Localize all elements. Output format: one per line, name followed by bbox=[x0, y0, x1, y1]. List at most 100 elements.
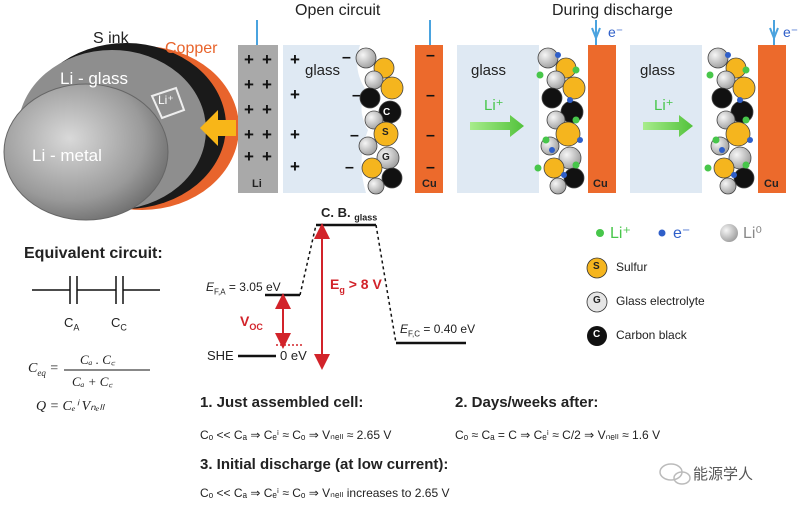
legend-sulfur-ball bbox=[586, 257, 608, 279]
cu-electrode bbox=[415, 45, 443, 193]
e-minus-dot bbox=[549, 147, 555, 153]
q-equation: Q = Cₑⁱ Vₙₑₗₗ bbox=[36, 399, 105, 414]
cu-electrode-d1 bbox=[588, 45, 616, 193]
li-plus-dot bbox=[536, 71, 544, 79]
li-glass-label: Li - glass bbox=[60, 69, 129, 88]
cc-label: CC bbox=[111, 315, 127, 333]
e-minus-dot bbox=[747, 137, 753, 143]
electron-down-arrow-icon bbox=[591, 27, 601, 41]
minus-charge: – bbox=[350, 127, 359, 144]
li-plus-dot bbox=[742, 116, 750, 124]
oc-glass-label: glass bbox=[305, 62, 341, 79]
li-metal-label: Li - metal bbox=[32, 146, 102, 165]
particle bbox=[707, 47, 729, 69]
legend-li-plus-dot bbox=[596, 229, 604, 237]
particle bbox=[364, 70, 384, 90]
d2-glass-label: glass bbox=[640, 62, 676, 79]
li-electrode bbox=[238, 45, 278, 193]
plus-charge: + bbox=[244, 75, 254, 94]
d1-glass-label: glass bbox=[471, 62, 507, 79]
capacitor-circuit bbox=[32, 276, 160, 371]
legend-glass: Glass electrolyte bbox=[616, 294, 705, 308]
particle bbox=[732, 76, 756, 100]
li-plus-dot bbox=[704, 164, 712, 172]
efc-label: EF,C = 0.40 eV bbox=[400, 322, 476, 339]
s-ink-label: S ink bbox=[93, 30, 129, 47]
particle bbox=[549, 177, 567, 195]
plus-charge: + bbox=[262, 147, 272, 166]
li-plus-dot bbox=[572, 116, 580, 124]
particle bbox=[358, 136, 378, 156]
e-minus-dot bbox=[719, 147, 725, 153]
oc-sulfur-letter: S bbox=[382, 127, 389, 138]
particle bbox=[373, 121, 399, 147]
anode-band-edge bbox=[299, 224, 317, 296]
plus-charge: + bbox=[244, 100, 254, 119]
e-minus-dot bbox=[555, 52, 561, 58]
plus-charge: + bbox=[262, 50, 272, 69]
plus-charge: + bbox=[244, 50, 254, 69]
discharge-particles-2 bbox=[704, 47, 756, 195]
particle bbox=[541, 87, 563, 109]
legend-carbon-symbol: C bbox=[593, 329, 601, 340]
legend-glass-ball bbox=[586, 291, 608, 313]
particle bbox=[359, 87, 381, 109]
zero-ev-label: 0 eV bbox=[280, 348, 307, 363]
discharge-panel-1 bbox=[457, 20, 616, 195]
particle bbox=[562, 76, 586, 100]
particle bbox=[725, 121, 751, 147]
cb-label: C. B. glass bbox=[321, 205, 378, 223]
ceq-lhs: Ceq = bbox=[28, 361, 59, 378]
li-ion-arrow-icon-2 bbox=[643, 115, 693, 137]
plus-charge: + bbox=[290, 50, 300, 69]
particle bbox=[555, 121, 581, 147]
plus-charge: + bbox=[262, 125, 272, 144]
e-minus-dot bbox=[731, 172, 737, 178]
legend-glass-symbol: G bbox=[593, 295, 601, 306]
li-ion-cylinder-label: Li⁺ bbox=[158, 93, 174, 107]
during-discharge-title: During discharge bbox=[552, 2, 673, 19]
oc-glass-letter: G bbox=[382, 152, 390, 163]
legend-carbon: Carbon black bbox=[616, 328, 687, 342]
plus-charge: + bbox=[290, 85, 300, 104]
oc-li-label: Li bbox=[252, 178, 262, 190]
eg-label: Eg > 8 V bbox=[330, 276, 382, 295]
wechat-watermark-icon bbox=[659, 463, 691, 485]
legend-e-minus-dot bbox=[658, 229, 666, 237]
legend-li-zero: Li⁰ bbox=[743, 225, 762, 242]
ceq-denominator: Cₐ + C꜀ bbox=[72, 374, 113, 389]
equivalent-circuit-title: Equivalent circuit: bbox=[24, 245, 163, 262]
energy-diagram bbox=[238, 223, 466, 370]
minus-charge: – bbox=[426, 87, 435, 104]
e-minus-dot bbox=[567, 97, 573, 103]
particle bbox=[733, 167, 755, 189]
ceq-numerator: Cₐ . C꜀ bbox=[80, 352, 116, 367]
she-label: SHE bbox=[207, 348, 234, 363]
d1-li-label: Li⁺ bbox=[484, 97, 504, 114]
li-plus-dot bbox=[742, 66, 750, 74]
note-1-eq: Cₒ << Cₐ ⇒ Cₑⁱ ≈ Cₒ ⇒ Vₙₑₗₗ ≈ 2.65 V bbox=[200, 428, 392, 442]
li-plus-dot bbox=[542, 136, 550, 144]
li-plus-dot bbox=[706, 71, 714, 79]
li-plus-charges: ++++++++++++++–––––––– bbox=[244, 47, 435, 176]
yellow-arrow-icon bbox=[200, 110, 236, 146]
open-circuit-panel: ++++++++++++++–––––––– bbox=[238, 20, 443, 195]
d2-cu-label: Cu bbox=[764, 178, 779, 190]
particle bbox=[716, 70, 736, 90]
electron-label-2: e⁻ bbox=[783, 24, 799, 40]
plus-charge: + bbox=[244, 147, 254, 166]
li-plus-dot bbox=[572, 66, 580, 74]
legend-sulfur-symbol: S bbox=[593, 261, 600, 272]
cathode-particles bbox=[355, 47, 404, 195]
note-2-eq: Cₒ ≈ Cₐ = C ⇒ Cₑⁱ ≈ C/2 ⇒ Vₙₑₗₗ ≈ 1.6 V bbox=[455, 428, 661, 442]
note-3-eq: Cₒ << Cₐ ⇒ Cₑⁱ ≈ Cₒ ⇒ Vₙₑₗₗ increases to… bbox=[200, 486, 450, 500]
open-circuit-title: Open circuit bbox=[295, 2, 381, 19]
particle bbox=[711, 87, 733, 109]
particle bbox=[543, 157, 565, 179]
minus-charge: – bbox=[426, 159, 435, 176]
particle bbox=[355, 47, 377, 69]
legend-li-plus: Li⁺ bbox=[610, 225, 631, 242]
e-minus-dot bbox=[561, 172, 567, 178]
d1-cu-label: Cu bbox=[593, 178, 608, 190]
particle bbox=[713, 157, 735, 179]
